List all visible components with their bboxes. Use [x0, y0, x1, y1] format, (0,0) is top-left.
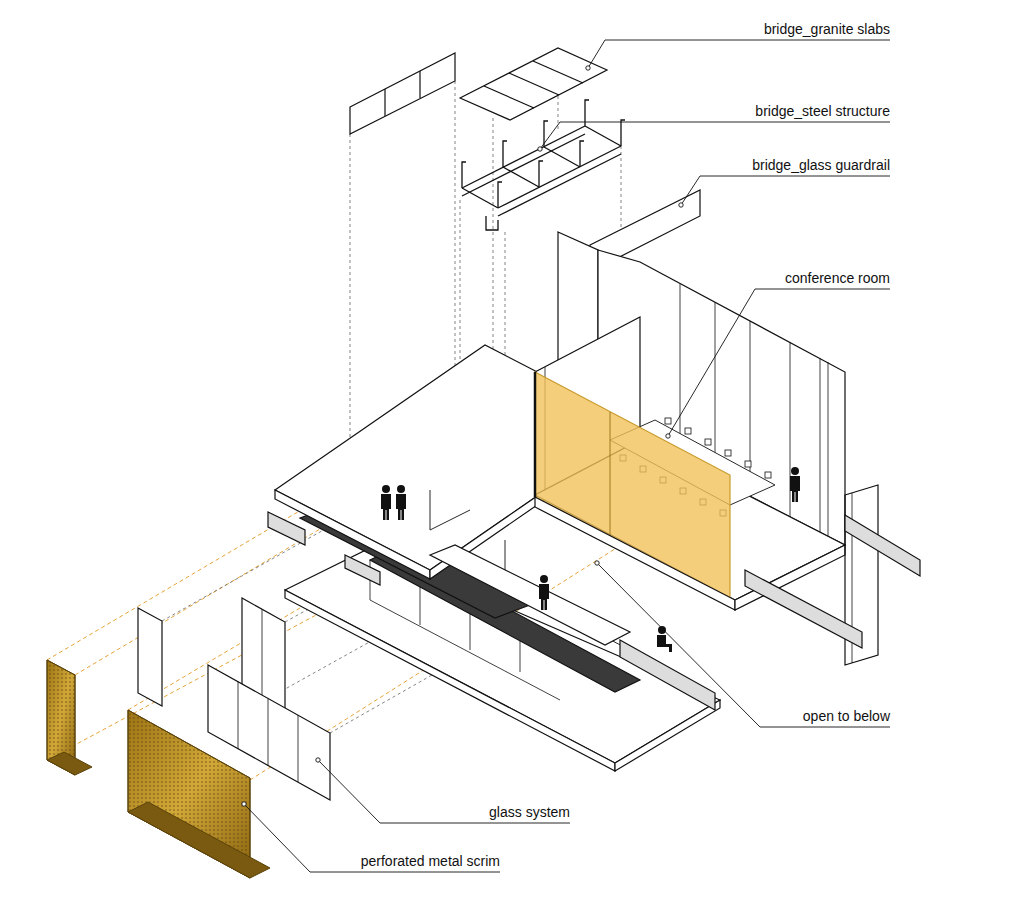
building — [268, 232, 920, 771]
callout-label: conference room — [785, 270, 890, 286]
callout-label: bridge_glass guardrail — [752, 157, 890, 173]
callout-label: bridge_granite slabs — [764, 21, 890, 37]
people-silhouettes — [381, 467, 800, 652]
bridge-glass-guardrail-left — [350, 53, 455, 134]
perforated-metal-scrim — [47, 660, 270, 878]
bridge-steel-structure — [462, 100, 625, 230]
callout-label: perforated metal scrim — [361, 853, 500, 869]
leader-dots — [242, 66, 683, 806]
callout-label: glass system — [489, 804, 570, 820]
callout-label: bridge_steel structure — [755, 103, 890, 119]
leader-lines — [244, 40, 890, 872]
callout-label: open to below — [803, 708, 890, 724]
